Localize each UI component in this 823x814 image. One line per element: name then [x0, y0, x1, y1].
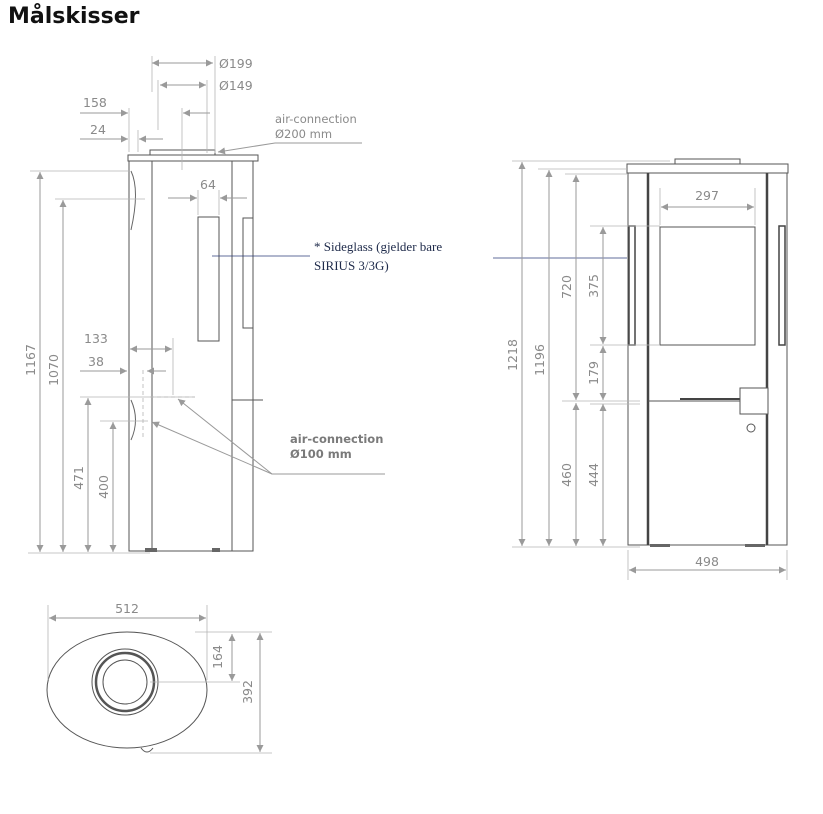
- dim-1070: 1070: [46, 354, 61, 386]
- side-glass-right: [778, 225, 786, 346]
- top-plate: [127, 154, 259, 162]
- note-line-2: SIRIUS 3/3G): [314, 258, 389, 273]
- dim-164: 164: [210, 645, 225, 669]
- flue-opening: [102, 659, 148, 705]
- dim-400: 400: [96, 475, 111, 499]
- sideglass-note: * Sideglass (gjelder bare SIRIUS 3/3G): [212, 239, 627, 273]
- dim-375: 375: [586, 274, 601, 298]
- dim-297: 297: [695, 188, 719, 203]
- stove-body-side: [128, 160, 254, 552]
- dim-179: 179: [586, 361, 601, 385]
- air-connection-bottom-label: air-connection: [290, 432, 383, 446]
- dim-1218: 1218: [505, 339, 520, 371]
- door-knob: [746, 423, 756, 433]
- dim-158: 158: [83, 95, 107, 110]
- dim-flue-outer: Ø199: [219, 56, 253, 71]
- dim-444: 444: [586, 463, 601, 487]
- air-connection-bottom-size: Ø100 mm: [290, 447, 352, 461]
- note-line-1: * Sideglass (gjelder bare: [314, 239, 442, 254]
- dim-64: 64: [200, 177, 216, 192]
- dim-512: 512: [115, 601, 139, 616]
- dim-1167: 1167: [23, 344, 38, 376]
- air-control: [739, 387, 769, 415]
- dim-1196: 1196: [532, 344, 547, 376]
- top-plate-front: [626, 163, 789, 174]
- air-connection-top-size: Ø200 mm: [275, 127, 332, 141]
- dim-38: 38: [88, 354, 104, 369]
- door-glass: [659, 226, 756, 346]
- front-view: 297 1218 1196 720 460 375 179 444 498: [505, 158, 789, 580]
- dim-133: 133: [84, 331, 108, 346]
- side-glass-left: [628, 225, 636, 346]
- dim-392: 392: [240, 680, 255, 704]
- dim-24: 24: [90, 122, 106, 137]
- dim-471: 471: [71, 466, 86, 490]
- dim-flue-inner: Ø149: [219, 78, 253, 93]
- side-slot: [242, 217, 254, 329]
- air-connection-top-label: air-connection: [275, 112, 357, 126]
- dim-720: 720: [559, 275, 574, 299]
- side-glass: [197, 216, 220, 342]
- page-title: Målskisser: [8, 4, 140, 29]
- dim-498: 498: [695, 554, 719, 569]
- side-view: Ø199 Ø149 158 24 air-connection Ø200 mm …: [23, 56, 385, 554]
- dim-460: 460: [559, 463, 574, 487]
- top-view: 512 164 392: [46, 601, 272, 754]
